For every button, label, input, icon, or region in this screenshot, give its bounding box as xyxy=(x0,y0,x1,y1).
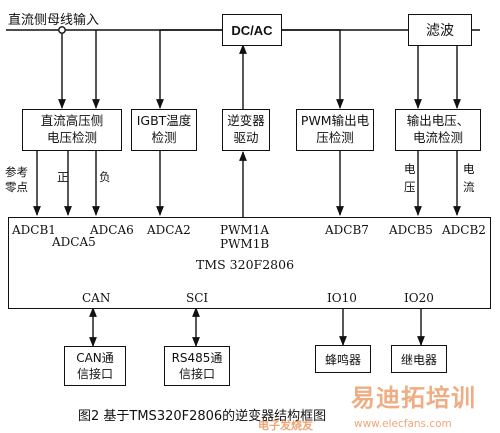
buzzer-block: 蜂鸣器 xyxy=(315,345,371,373)
pin-adca5: ADCA5 xyxy=(52,235,96,249)
filter-block: 滤波 xyxy=(408,14,472,46)
pin-adcb7: ADCB7 xyxy=(325,223,369,237)
current-label: 电 流 xyxy=(463,162,475,195)
relay-block: 继电器 xyxy=(391,345,447,373)
pin-io10: IO10 xyxy=(327,291,357,305)
inverter-drive-block: 逆变器 驱动 xyxy=(222,109,270,151)
rs485-interface-label: RS485通 信接口 xyxy=(171,350,223,381)
ref-zero-label: 参考 零点 xyxy=(5,165,28,194)
pin-adcb2: ADCB2 xyxy=(442,223,486,237)
watermark-subtitle: 电子发烧友 xyxy=(258,419,313,432)
dc-voltage-detect-label: 直流高压侧 电压检测 xyxy=(40,113,104,145)
filter-label: 滤波 xyxy=(426,23,454,39)
pin-adcb1: ADCB1 xyxy=(12,223,56,237)
pin-pwm1a: PWM1A xyxy=(220,223,269,237)
pin-pwm1b: PWM1B xyxy=(220,237,270,251)
dcac-to-igbt-wire xyxy=(156,29,222,109)
dcac-label: DC/AC xyxy=(231,22,273,38)
pin-can: CAN xyxy=(82,291,111,305)
mcu-block xyxy=(8,217,491,309)
relay-label: 继电器 xyxy=(400,352,437,367)
pin-adca2: ADCA2 xyxy=(147,223,191,237)
inverter-drive-label: 逆变器 驱动 xyxy=(227,113,265,145)
watermark-brand: 易迪拓培训 xyxy=(351,384,476,412)
pwm-voltage-detect-block: PWM输出电 压检测 xyxy=(296,109,374,151)
watermark-url: www.elecfans.com xyxy=(354,418,452,430)
can-interface-block: CAN通 信接口 xyxy=(64,346,126,386)
pwm-voltage-detect-label: PWM输出电 压检测 xyxy=(300,113,370,145)
rs485-interface-block: RS485通 信接口 xyxy=(164,346,230,386)
igbt-temp-detect-block: IGBT温度 检测 xyxy=(131,109,197,151)
buzzer-label: 蜂鸣器 xyxy=(324,352,361,367)
igbt-temp-detect-label: IGBT温度 检测 xyxy=(136,113,192,145)
pin-sci: SCI xyxy=(186,291,209,305)
bus-label: 直流侧母线输入 xyxy=(8,13,100,28)
pin-adcb5: ADCB5 xyxy=(389,223,433,237)
can-interface-label: CAN通 信接口 xyxy=(76,350,114,381)
pin-io20: IO20 xyxy=(404,291,434,305)
dcac-block: DC/AC xyxy=(222,14,282,46)
pin-adca6: ADCA6 xyxy=(90,223,134,237)
dc-voltage-detect-block: 直流高压侧 电压检测 xyxy=(22,109,122,151)
figure-caption: 图2 基于TMS320F2806的逆变器结构框图 xyxy=(78,409,327,424)
dcac-to-pwm-detect-wire xyxy=(270,29,344,109)
mcu-label: TMS 320F2806 xyxy=(196,257,295,272)
negative-label: 负 xyxy=(99,170,111,184)
output-vi-detect-label: 输出电压、 电流检测 xyxy=(406,113,470,145)
voltage-label: 电 压 xyxy=(404,162,416,195)
positive-label: 正 xyxy=(57,170,69,184)
output-vi-detect-block: 输出电压、 电流检测 xyxy=(395,109,481,151)
